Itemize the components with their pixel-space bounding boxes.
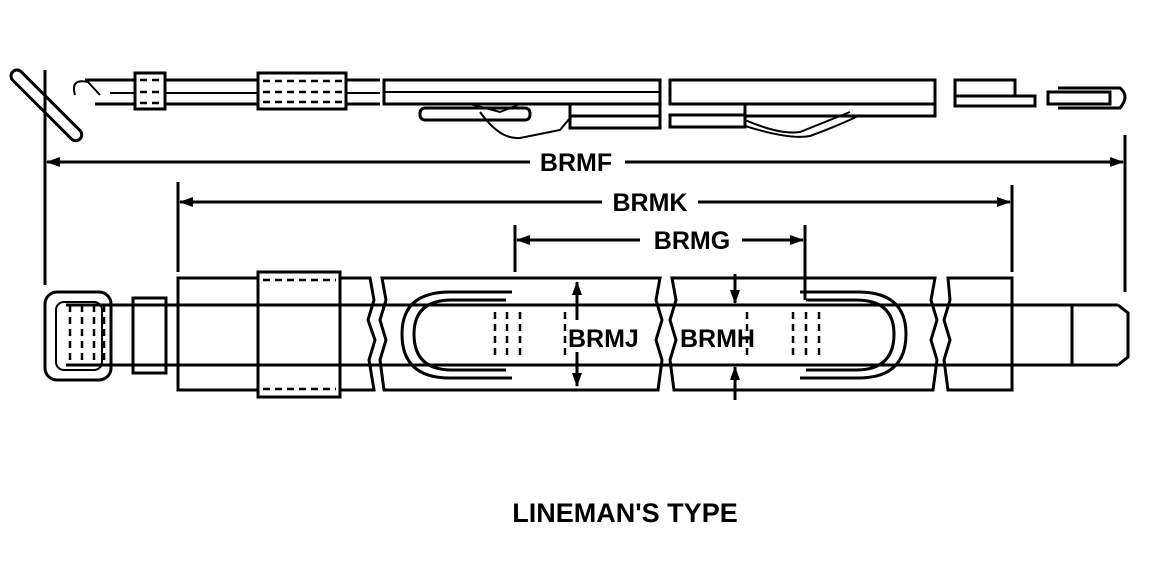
dimension-brmj: BRMJ xyxy=(568,325,639,353)
plan-view: BRMJ BRMH xyxy=(43,270,1130,400)
dimensions: BRMF BRMK BRMG xyxy=(43,70,1127,300)
dimension-brmk: BRMK xyxy=(613,189,688,217)
dimension-brmh: BRMH xyxy=(680,325,755,353)
dimension-brmg: BRMG xyxy=(654,227,730,255)
dimension-brmf: BRMF xyxy=(540,149,612,177)
side-view xyxy=(9,68,1127,143)
figure-caption: LINEMAN'S TYPE xyxy=(512,498,737,528)
